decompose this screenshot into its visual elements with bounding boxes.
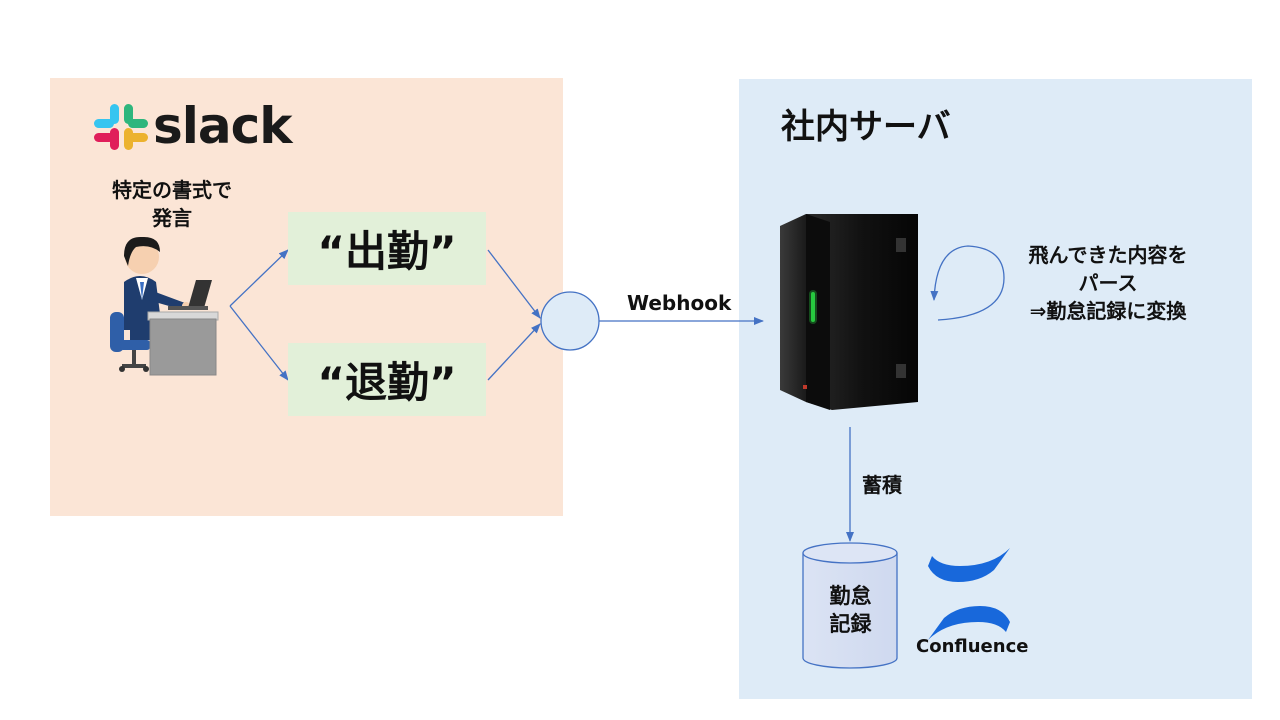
arrow-to-taikin — [229, 305, 289, 381]
confluence-logo-icon — [928, 548, 1010, 640]
database-label: 勤怠 記録 — [803, 582, 898, 638]
message-taikin: “退勤” — [288, 343, 486, 416]
arrow-taikin-to-node — [487, 323, 541, 381]
database-icon — [802, 542, 898, 669]
caption-line-2: 発言 — [152, 206, 192, 230]
parse-note-line-2: パース — [1078, 271, 1138, 295]
merge-node — [540, 291, 600, 351]
arrow-to-shukkin — [229, 249, 289, 307]
parse-note: 飛んできた内容を パース ⇒勤怠記録に変換 — [1000, 241, 1216, 325]
store-label: 蓄積 — [862, 473, 902, 497]
office-worker-icon — [110, 236, 219, 376]
server-title: 社内サーバ — [781, 107, 951, 147]
webhook-label: Webhook — [627, 291, 732, 315]
message-shukkin: “出勤” — [288, 212, 486, 285]
confluence-label: Confluence — [916, 636, 1029, 657]
database-label-line-2: 記録 — [829, 612, 872, 636]
caption-line-1: 特定の書式で — [112, 178, 232, 202]
database-label-line-1: 勤怠 — [829, 584, 872, 608]
slack-logo-icon — [94, 104, 148, 150]
parse-note-line-3: ⇒勤怠記録に変換 — [1029, 299, 1187, 323]
parse-note-line-1: 飛んできた内容を — [1028, 243, 1188, 267]
server-icon — [780, 214, 918, 410]
parse-loop-arrow — [930, 245, 1005, 321]
arrow-shukkin-to-node — [487, 249, 541, 319]
instruction-caption: 特定の書式で 発言 — [92, 176, 252, 232]
slack-wordmark: slack — [153, 97, 293, 155]
